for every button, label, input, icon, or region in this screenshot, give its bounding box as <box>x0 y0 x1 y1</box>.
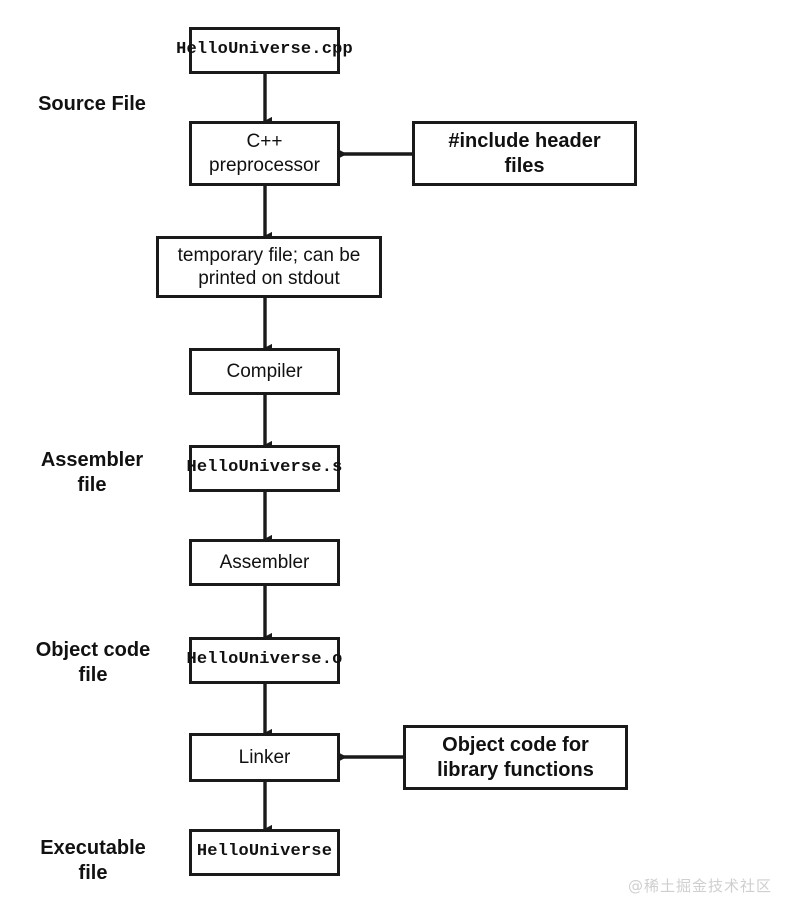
node-label-assembler: Assembler <box>219 551 310 573</box>
node-linker[interactable]: Linker <box>189 733 340 782</box>
node-hello-universe-s[interactable]: HelloUniverse.s <box>186 445 343 492</box>
node-label-linker: Linker <box>238 746 291 768</box>
node-cpp-preprocessor[interactable]: C++preprocessor <box>189 121 340 186</box>
node-label-hello-universe-o: HelloUniverse.o <box>186 650 343 670</box>
node-label-cpp-preprocessor: C++preprocessor <box>209 131 320 176</box>
node-label-compiler: Compiler <box>226 360 303 382</box>
node-label-hello-universe-exe: HelloUniverse <box>196 842 333 862</box>
node-hello-universe-cpp[interactable]: HelloUniverse.cpp <box>176 27 353 74</box>
node-label-hello-universe-s: HelloUniverse.s <box>186 458 343 478</box>
node-compiler[interactable]: Compiler <box>189 348 340 395</box>
node-hello-universe-exe[interactable]: HelloUniverse <box>189 829 340 876</box>
node-label-hello-universe-cpp: HelloUniverse.cpp <box>176 40 353 60</box>
stage-label-source-file: Source File <box>38 93 146 115</box>
node-assembler[interactable]: Assembler <box>189 539 340 586</box>
watermark: @稀土掘金技术社区 <box>627 877 772 895</box>
node-hello-universe-o[interactable]: HelloUniverse.o <box>186 637 343 684</box>
